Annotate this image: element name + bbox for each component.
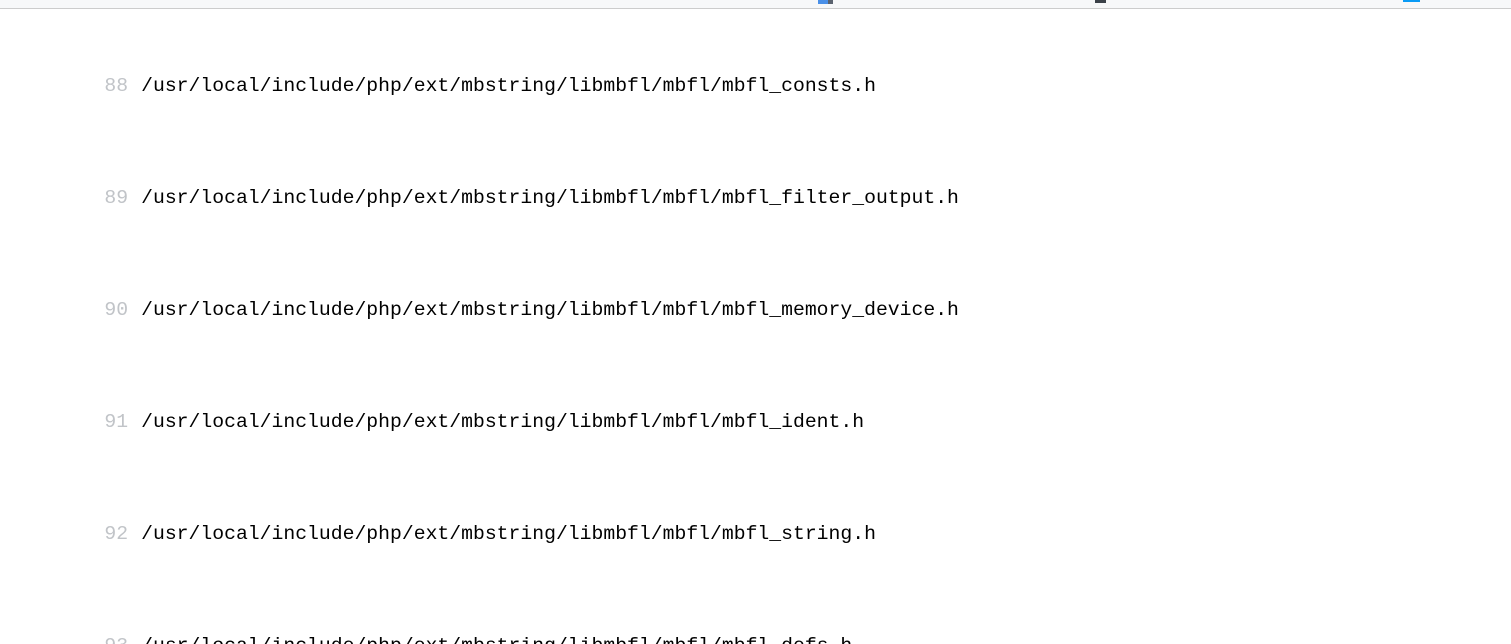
file-path-text[interactable]: /usr/local/include/php/ext/mbstring/libm… bbox=[141, 411, 865, 433]
file-path-text[interactable]: /usr/local/include/php/ext/mbstring/libm… bbox=[141, 523, 876, 545]
toolbar-icon-fragment-blue-square bbox=[818, 0, 828, 4]
text-editor-content[interactable]: 88/usr/local/include/php/ext/mbstring/li… bbox=[0, 0, 959, 644]
line-number: 88 bbox=[104, 75, 129, 97]
file-path-text[interactable]: /usr/local/include/php/ext/mbstring/libm… bbox=[141, 75, 876, 97]
line-number: 89 bbox=[104, 187, 129, 209]
file-path-line[interactable]: 93/usr/local/include/php/ext/mbstring/li… bbox=[0, 604, 959, 644]
line-number: 90 bbox=[104, 299, 129, 321]
file-path-line[interactable]: 89/usr/local/include/php/ext/mbstring/li… bbox=[0, 156, 959, 209]
toolbar-edge-strip bbox=[0, 0, 1511, 9]
toolbar-icon-fragment-blue-dash bbox=[1403, 0, 1420, 2]
file-path-line[interactable]: 90/usr/local/include/php/ext/mbstring/li… bbox=[0, 268, 959, 321]
line-number: 92 bbox=[104, 523, 129, 545]
line-number: 93 bbox=[71, 632, 141, 644]
file-path-line[interactable]: 92/usr/local/include/php/ext/mbstring/li… bbox=[0, 492, 959, 545]
file-path-line[interactable]: 91/usr/local/include/php/ext/mbstring/li… bbox=[0, 380, 959, 433]
toolbar-icon-fragment-dark-edge bbox=[828, 0, 833, 4]
toolbar-icon-fragment-dark bbox=[1095, 0, 1106, 3]
line-number: 91 bbox=[104, 411, 129, 433]
file-path-line[interactable]: 88/usr/local/include/php/ext/mbstring/li… bbox=[0, 44, 959, 97]
file-path-text[interactable]: /usr/local/include/php/ext/mbstring/libm… bbox=[141, 299, 959, 321]
file-path-text[interactable]: /usr/local/include/php/ext/mbstring/libm… bbox=[141, 635, 852, 644]
file-path-text[interactable]: /usr/local/include/php/ext/mbstring/libm… bbox=[141, 187, 959, 209]
